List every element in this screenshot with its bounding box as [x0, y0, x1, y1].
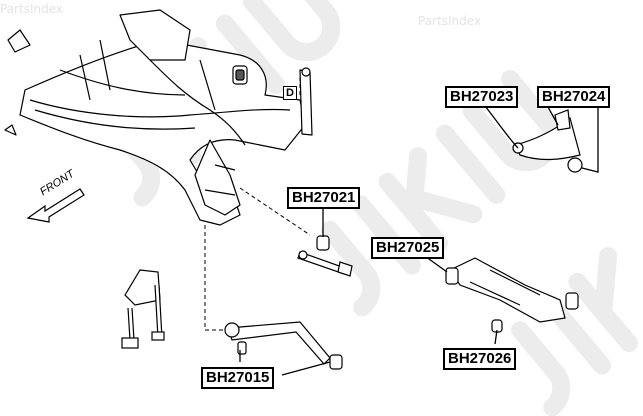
watermark-text-right: PartsIndex [418, 14, 481, 28]
toe-link [297, 235, 353, 277]
watermark-text-left: PartsIndex [0, 2, 63, 16]
part-label-bh27024[interactable]: BH27024 [537, 86, 611, 108]
rear-subframe [4, 9, 313, 226]
part-label-bh27025[interactable]: BH27025 [371, 237, 445, 259]
front-arrow [26, 188, 85, 223]
lower-arm [445, 257, 579, 333]
part-label-bh27015[interactable]: BH27015 [201, 367, 275, 389]
part-label-bh27021[interactable]: BH27021 [287, 187, 361, 209]
bracket-and-bolts [121, 269, 165, 349]
part-label-bh27026[interactable]: BH27026 [443, 348, 517, 370]
part-label-bh27023[interactable]: BH27023 [445, 86, 519, 108]
trailing-link [224, 321, 343, 370]
leader-lines [204, 70, 311, 331]
label-leaders [239, 105, 599, 376]
detail-marker: D [283, 86, 297, 100]
